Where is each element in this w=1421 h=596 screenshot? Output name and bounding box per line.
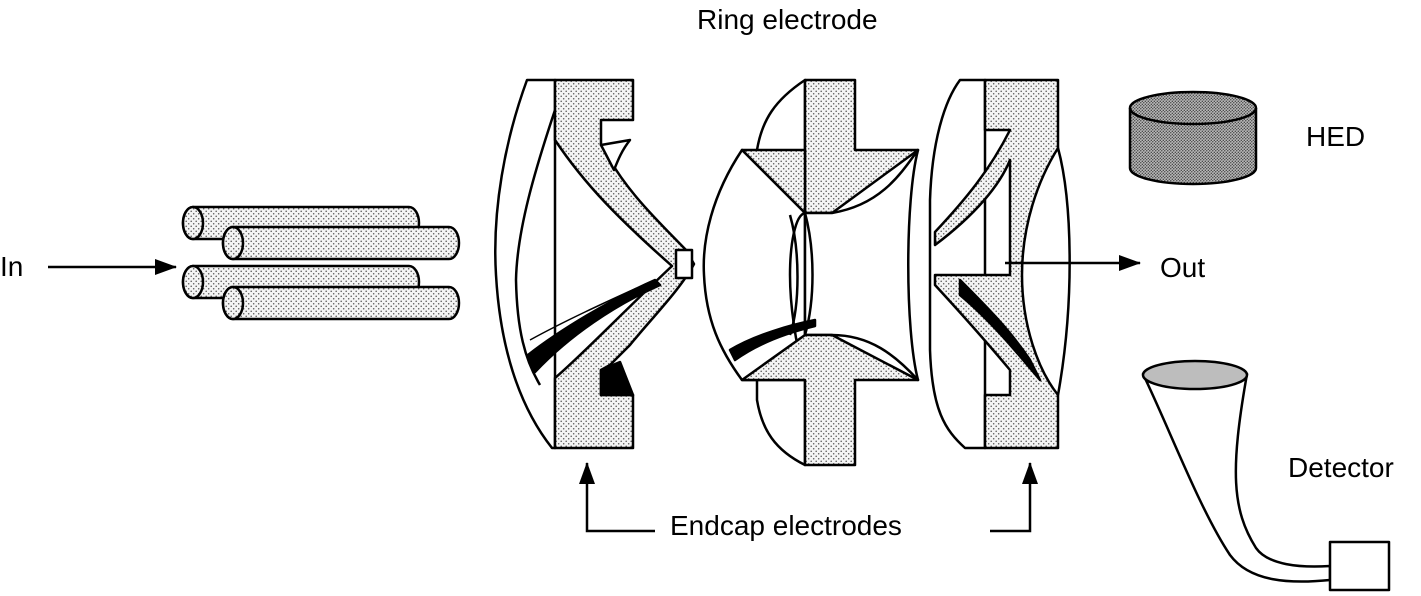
- hed-label: HED: [1306, 121, 1366, 152]
- detector-label: Detector: [1288, 452, 1394, 483]
- detector: [1141, 359, 1391, 592]
- exit-endcap-electrode: [928, 78, 1071, 450]
- rod-2: [221, 225, 461, 261]
- ring-electrode-label: Ring electrode: [697, 4, 878, 35]
- entrance-endcap-electrode: [494, 78, 696, 450]
- ring-electrode: [702, 78, 920, 467]
- in-label: In: [0, 251, 24, 282]
- endcap-arrow-left: [579, 462, 655, 533]
- hed-dynode: [1128, 90, 1258, 186]
- rod-4: [221, 285, 461, 321]
- out-label: Out: [1160, 252, 1206, 283]
- endcap-arrow-right: [990, 462, 1038, 533]
- ion-guide-rods: [181, 205, 461, 321]
- endcap-electrodes-label: Endcap electrodes: [670, 510, 902, 541]
